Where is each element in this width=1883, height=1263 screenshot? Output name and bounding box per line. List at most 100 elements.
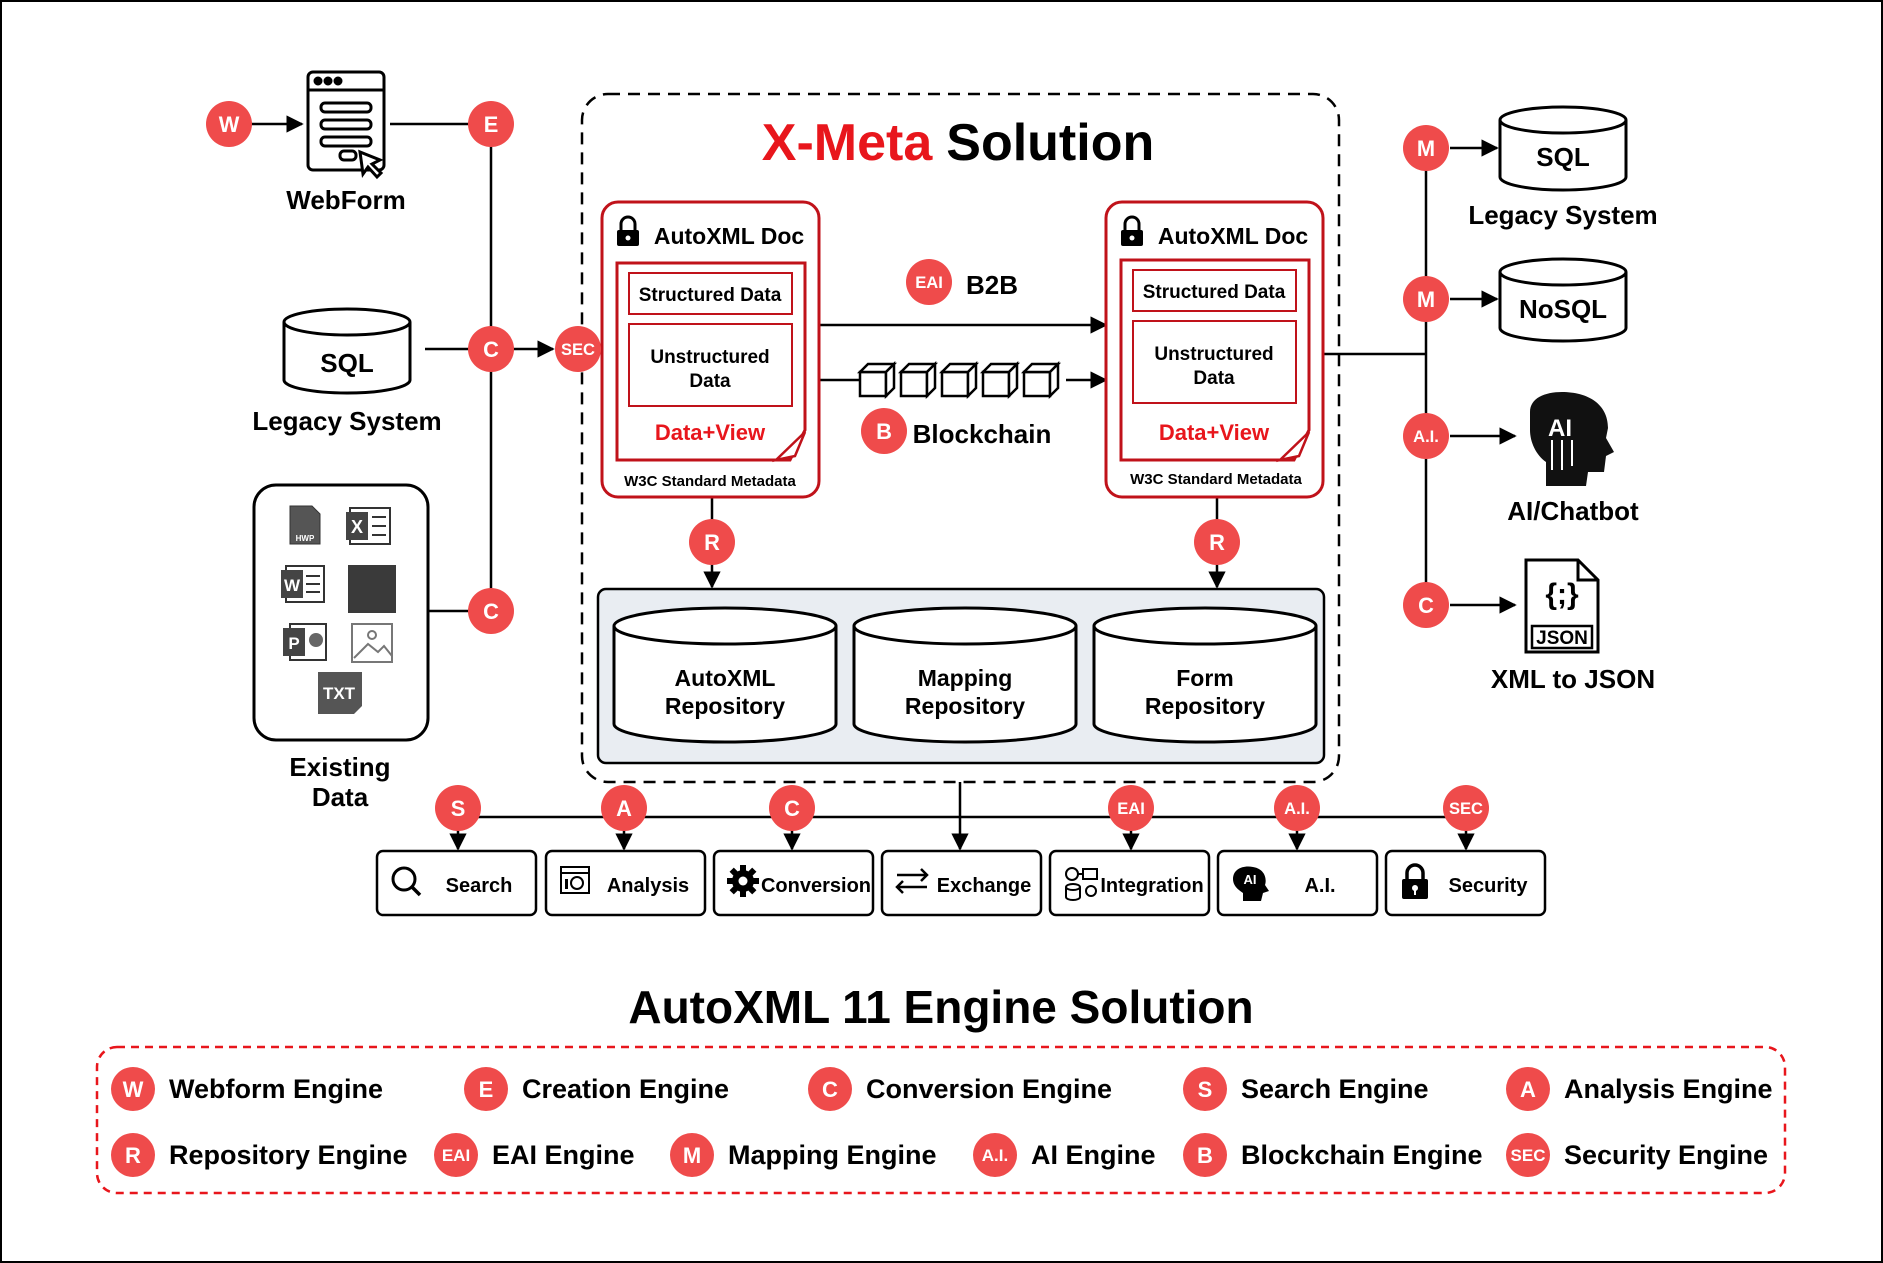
badge-security-entry: SEC: [555, 326, 601, 372]
legend-label: Blockchain Engine: [1241, 1140, 1483, 1170]
svg-text:W: W: [284, 576, 301, 595]
webform-label: WebForm: [286, 185, 405, 215]
engine-button-conversion[interactable]: Conversion: [712, 849, 875, 917]
webform-icon: [306, 70, 386, 180]
gear-icon: [727, 865, 759, 897]
svg-text:TXT: TXT: [323, 684, 356, 703]
nosql-db-icon: [1498, 257, 1628, 343]
legend-badge: [464, 1067, 508, 1111]
data-view-label: Data+View: [1159, 420, 1270, 445]
svg-text:C: C: [822, 1077, 838, 1102]
ai-chatbot-icon: AI: [1530, 392, 1614, 486]
autoxml-doc-right: AutoXML Doc Structured Data Unstructured…: [1104, 200, 1325, 499]
legend-label: Conversion Engine: [866, 1074, 1112, 1104]
repository-label-line2: Repository: [665, 693, 785, 719]
badge-conversion-json: C: [1403, 582, 1449, 628]
badge-security-bar: SEC: [1443, 785, 1489, 831]
engine-button-analysis[interactable]: Analysis: [544, 849, 707, 917]
legend-box: [95, 1045, 1787, 1195]
lock-icon: [617, 215, 639, 246]
svg-text:A.I.: A.I.: [982, 1146, 1008, 1165]
excel-file-icon: X: [346, 507, 391, 545]
engine-button-search[interactable]: Search: [375, 849, 538, 917]
legend-item: B Blockchain Engine: [1183, 1133, 1483, 1177]
repository-label-line1: Mapping: [918, 665, 1013, 691]
svg-text:C: C: [483, 337, 499, 362]
svg-text:M: M: [683, 1143, 701, 1168]
legend-label: Security Engine: [1564, 1140, 1768, 1170]
ai-head-icon: AI: [1233, 866, 1269, 901]
legend-label: Mapping Engine: [728, 1140, 937, 1170]
image-file-icon: [351, 623, 393, 663]
legend-badge: [973, 1133, 1017, 1177]
legend-label: Webform Engine: [169, 1074, 383, 1104]
repository-label-line1: Form: [1176, 665, 1234, 691]
repository-label-line2: Repository: [1145, 693, 1265, 719]
engine-button-integration[interactable]: Integration: [1048, 849, 1211, 917]
engine-button-label: Integration: [1100, 875, 1203, 897]
engine-button-exchange[interactable]: Exchange: [880, 849, 1043, 917]
svg-text:C: C: [784, 796, 800, 821]
right-sql-db-icon: [1498, 105, 1628, 192]
badge-mapping-sql: M: [1403, 125, 1449, 171]
unstructured-data-label-line2: Data: [1193, 368, 1235, 389]
svg-text:W: W: [219, 112, 240, 137]
lock-icon: [1402, 863, 1428, 899]
badge-eai: EAI: [906, 259, 952, 305]
badge-repository-left: R: [689, 519, 735, 565]
analysis-icon: [560, 866, 590, 894]
blockchain-chain-icon: [856, 360, 1062, 400]
engine-button-label: Exchange: [937, 875, 1031, 897]
svg-text:A.I.: A.I.: [1284, 799, 1310, 818]
svg-text:S: S: [451, 796, 466, 821]
legend-label: Search Engine: [1241, 1074, 1429, 1104]
search-icon: [391, 866, 422, 897]
svg-text:JSON: JSON: [1536, 628, 1588, 649]
engine-button-label: Analysis: [607, 875, 689, 897]
legend-badge: [111, 1133, 155, 1177]
svg-text:EAI: EAI: [1117, 799, 1145, 818]
legend-item: M Mapping Engine: [670, 1133, 937, 1177]
legend-badge: [434, 1133, 478, 1177]
svg-text:R: R: [1209, 530, 1225, 555]
lock-icon: [1121, 215, 1143, 246]
data-view-label: Data+View: [655, 420, 766, 445]
engine-button-security[interactable]: Security: [1384, 849, 1547, 917]
svg-text:A: A: [616, 796, 632, 821]
legacy-sql-label: SQL: [320, 348, 374, 378]
badge-conversion-sql: C: [468, 326, 514, 372]
doc-title: AutoXML Doc: [654, 223, 805, 249]
repository-label-line1: AutoXML: [675, 665, 776, 691]
svg-text:SEC: SEC: [561, 340, 595, 359]
svg-text:B: B: [1197, 1143, 1213, 1168]
svg-text:R: R: [125, 1143, 141, 1168]
svg-text:E: E: [479, 1077, 494, 1102]
legend-badge: [670, 1133, 714, 1177]
svg-text:M: M: [1417, 136, 1435, 161]
w3c-metadata-label: W3C Standard Metadata: [624, 473, 796, 490]
legend-item: SEC Security Engine: [1506, 1133, 1768, 1177]
badge-conversion-existing: C: [468, 588, 514, 634]
legend-label: AI Engine: [1031, 1140, 1156, 1170]
svg-text:A: A: [1520, 1077, 1536, 1102]
svg-text:AI: AI: [1548, 415, 1572, 442]
badge-webform: W: [206, 101, 252, 147]
svg-text:SEC: SEC: [1449, 799, 1483, 818]
json-file-icon: {;} JSON: [1524, 558, 1600, 654]
svg-text:B: B: [876, 419, 892, 444]
txt-file-icon: TXT: [318, 672, 362, 714]
badge-repository-right: R: [1194, 519, 1240, 565]
autoxml-doc-left: AutoXML Doc Structured Data Unstructured…: [600, 200, 821, 499]
badge-creation: E: [468, 101, 514, 147]
engine-button-label: Search: [446, 875, 513, 897]
unstructured-data-label-line2: Data: [689, 371, 731, 392]
svg-text:SEC: SEC: [1511, 1146, 1546, 1165]
unstructured-data-label-line1: Unstructured: [650, 347, 769, 368]
badge-conversion-bar: C: [769, 785, 815, 831]
exchange-arrows-icon: [895, 868, 929, 894]
svg-text:C: C: [483, 599, 499, 624]
